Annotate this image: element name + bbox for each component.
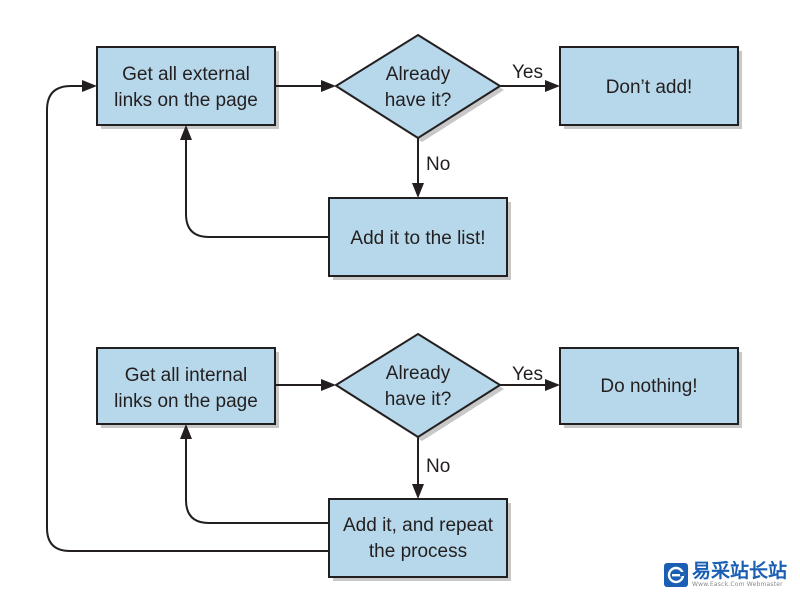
- edge-list-back-to-external: [180, 125, 329, 238]
- node-get-external-links-line2: links on the page: [114, 90, 258, 111]
- node-get-internal-links-line2: links on the page: [114, 391, 258, 412]
- node-get-external-links: Get all external links on the page: [96, 46, 279, 129]
- node-do-nothing: Do nothing!: [559, 347, 742, 428]
- node-add-to-list-label: Add it to the list!: [350, 228, 485, 249]
- edge-top-yes: Yes: [500, 62, 560, 92]
- node-get-internal-links-line1: Get all internal: [125, 365, 248, 386]
- edge-top-no: No: [412, 138, 450, 198]
- edge-bottom-yes: Yes: [500, 364, 560, 391]
- node-add-and-repeat: Add it, and repeat the process: [328, 498, 511, 581]
- node-get-external-links-line1: Get all external: [122, 64, 250, 85]
- decision-top-line1: Already: [386, 64, 451, 85]
- edge-internal-to-decision: [275, 379, 336, 391]
- decision-top-line2: have it?: [385, 90, 452, 111]
- watermark-text: 易采站长站 Www.Easck.Com Webmaster: [692, 560, 788, 589]
- watermark-subtitle: Www.Easck.Com Webmaster: [692, 581, 783, 588]
- e-logo-icon: [664, 563, 688, 587]
- edge-bottom-no: No: [412, 437, 450, 499]
- node-dont-add-label: Don’t add!: [606, 77, 693, 98]
- edge-bottom-no-label: No: [426, 456, 450, 477]
- edge-top-yes-label: Yes: [512, 62, 543, 83]
- node-add-and-repeat-line2: the process: [369, 541, 467, 562]
- decision-bottom-line1: Already: [386, 363, 451, 384]
- node-add-and-repeat-line1: Add it, and repeat: [343, 515, 494, 536]
- node-dont-add: Don’t add!: [559, 46, 742, 129]
- edge-repeat-back-to-internal: [180, 424, 329, 524]
- edge-repeat-loop-to-external: [46, 80, 329, 552]
- edge-top-no-label: No: [426, 154, 450, 175]
- node-get-internal-links: Get all internal links on the page: [96, 347, 279, 428]
- watermark: 易采站长站 Www.Easck.Com Webmaster: [664, 562, 787, 588]
- edge-external-to-decision: [275, 80, 336, 92]
- decision-bottom-line2: have it?: [385, 389, 452, 410]
- decision-already-have-it-bottom: Already have it?: [334, 332, 504, 441]
- node-add-to-list: Add it to the list!: [328, 197, 511, 280]
- node-do-nothing-label: Do nothing!: [600, 376, 697, 397]
- edge-bottom-yes-label: Yes: [512, 364, 543, 385]
- watermark-title: 易采站长站: [692, 560, 788, 582]
- decision-already-have-it-top: Already have it?: [334, 33, 504, 142]
